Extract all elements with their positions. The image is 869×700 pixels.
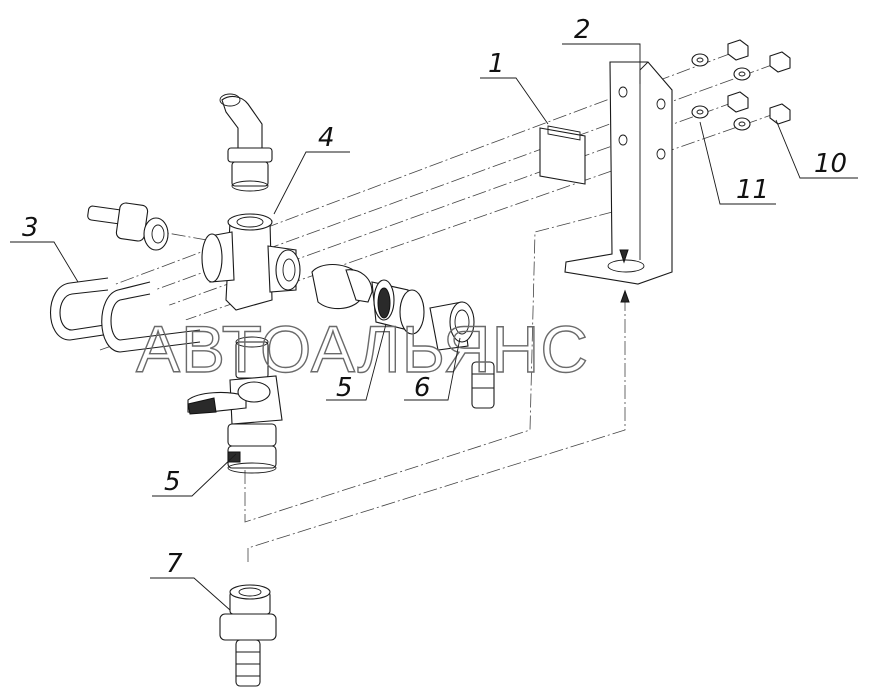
bracket-plate <box>564 61 673 303</box>
union-part-5-lower <box>227 423 277 474</box>
bottom-fitting-part-7 <box>219 584 277 687</box>
callout-numbers: 1 2 3 4 5 6 5 7 10 11 <box>22 15 847 579</box>
watermark-text: АВТОАЛЬЯНС <box>136 312 589 386</box>
callout-label-2: 2 <box>574 15 591 45</box>
elbow-fitting-top <box>219 93 273 192</box>
callout-label-5-lower: 5 <box>164 467 181 497</box>
callout-label-7: 7 <box>166 549 183 579</box>
callout-label-4: 4 <box>318 123 335 153</box>
callout-label-11: 11 <box>736 175 769 205</box>
callout-label-1: 1 <box>488 49 505 79</box>
nuts-and-washers <box>691 39 791 131</box>
coupling-group-right <box>311 263 495 409</box>
hose-barb-left <box>87 202 169 251</box>
callout-leaders <box>10 43 858 611</box>
u-clamp-part-3 <box>50 277 201 353</box>
plate-part-1 <box>539 125 586 185</box>
valve-with-handle <box>187 336 283 425</box>
tee-body-part-4 <box>201 213 301 311</box>
callout-label-10: 10 <box>814 149 847 179</box>
callout-label-6: 6 <box>414 373 431 403</box>
callout-label-3: 3 <box>22 213 39 243</box>
callout-label-5-right: 5 <box>336 373 353 403</box>
